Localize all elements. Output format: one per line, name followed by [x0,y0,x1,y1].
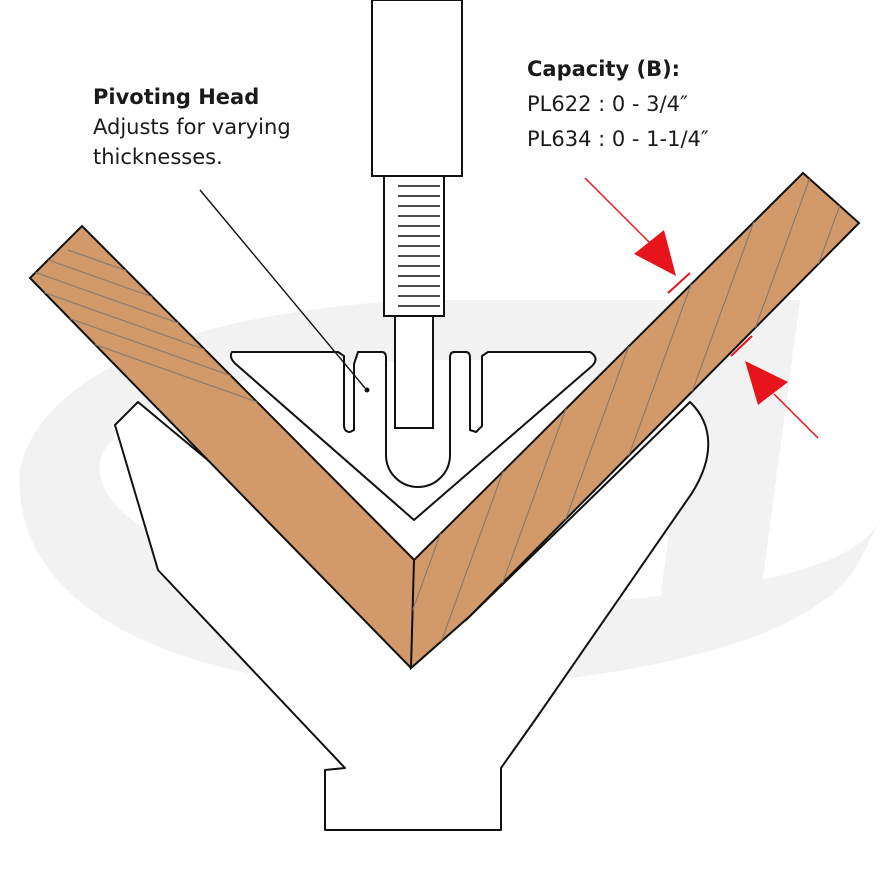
punch-cylinder [371,0,463,177]
red-dimension-arrow-icon [730,335,819,439]
pivot-point-icon [364,387,370,393]
capacity-pl622: PL622 : 0 - 3/4″ [527,92,688,116]
capacity-callout: Capacity (B): PL622 : 0 - 3/4″ PL634 : 0… [527,52,709,157]
pivoting-head-desc-1: Adjusts for varying [93,115,291,139]
pivoting-head-title: Pivoting Head [93,85,260,109]
pivoting-head-desc-2: thicknesses. [93,145,223,169]
red-dimension-arrow-icon [584,177,691,294]
pivoting-head-callout: Pivoting Head Adjusts for varying thickn… [93,82,291,172]
head-leader-line [199,189,366,389]
capacity-pl634: PL634 : 0 - 1-1/4″ [527,127,709,151]
capacity-arrows [584,177,819,439]
pivoting-head [229,351,597,521]
threaded-rod [383,175,445,429]
capacity-title: Capacity (B): [527,57,681,81]
